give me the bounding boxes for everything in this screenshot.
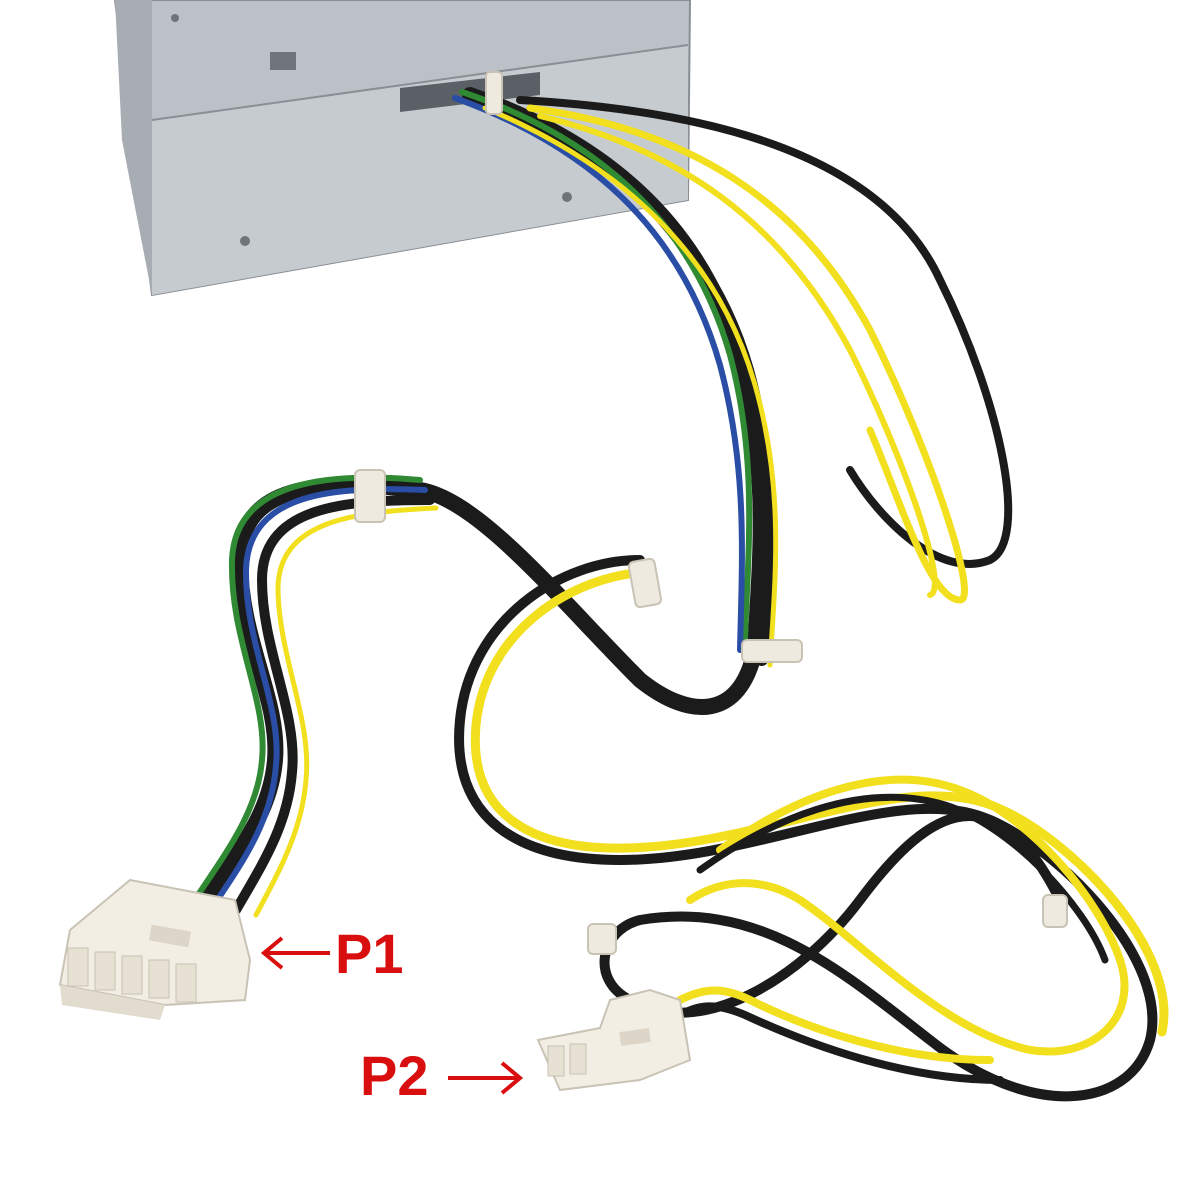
p2-label: P2 <box>360 1044 429 1107</box>
zip-tie <box>587 923 617 955</box>
left-arrow-icon <box>260 936 284 970</box>
zip-tie <box>627 557 663 609</box>
p1-label: P1 <box>335 922 404 985</box>
psu-housing <box>113 0 692 297</box>
p1-cable-bundle <box>192 87 779 918</box>
zip-ties <box>354 71 1068 955</box>
zip-tie <box>354 469 386 523</box>
right-arrow-icon <box>500 1061 524 1095</box>
p1-connector <box>58 878 252 1020</box>
p1-callout: P1 <box>260 922 404 985</box>
zip-tie <box>485 71 503 115</box>
p2-cable-bundle <box>454 555 1169 1102</box>
zip-tie <box>1042 894 1068 928</box>
p2-callout: P2 <box>360 1044 524 1107</box>
right-wire-loops <box>516 96 1013 604</box>
zip-tie <box>741 639 803 663</box>
p2-connector <box>536 988 692 1092</box>
